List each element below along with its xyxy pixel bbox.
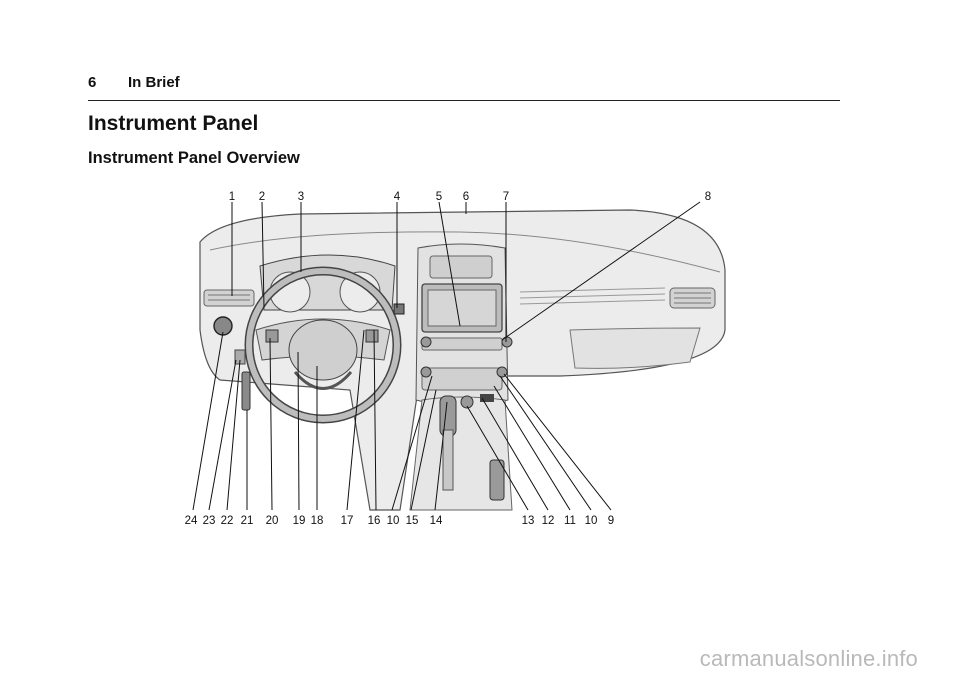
cupholder	[489, 459, 505, 501]
callout-15: 15	[406, 515, 419, 527]
callout-12: 12	[542, 515, 555, 527]
callout-20: 20	[266, 515, 279, 527]
center-vents	[429, 255, 493, 279]
callout-2: 2	[259, 191, 265, 203]
watermark[interactable]: carmanualsonline.info	[699, 646, 918, 671]
callout-1: 1	[229, 191, 235, 203]
callout-4: 4	[394, 191, 401, 203]
glovebox	[569, 327, 701, 369]
callout-14: 14	[430, 515, 443, 527]
callout-19: 19	[293, 515, 306, 527]
callout-22: 22	[221, 515, 234, 527]
page-title: Instrument Panel	[88, 112, 259, 135]
callout-17: 17	[341, 515, 354, 527]
callout-6: 6	[463, 191, 469, 203]
section-title: In Brief	[128, 74, 180, 91]
release-lever	[241, 371, 251, 411]
callout-21: 21	[241, 515, 254, 527]
callout-23: 23	[203, 515, 216, 527]
steering-wheel	[244, 266, 402, 424]
callout-11: 11	[564, 515, 576, 527]
callout-5: 5	[436, 191, 442, 203]
page-number: 6	[88, 74, 97, 91]
center-console	[409, 396, 513, 511]
callout-7: 7	[503, 191, 509, 203]
callout-8: 8	[705, 191, 711, 203]
callout-18: 18	[311, 515, 324, 527]
subtitle: Instrument Panel Overview	[88, 149, 300, 167]
dashboard-top-edge	[209, 231, 721, 273]
callout-16: 16	[368, 515, 381, 527]
page-header: 6 In Brief	[88, 72, 840, 101]
left-vent	[203, 289, 255, 307]
callout-3: 3	[298, 191, 304, 203]
callout-10b: 10	[585, 515, 598, 527]
callout-9: 9	[608, 515, 614, 527]
instrument-panel-illustration: 1 2 3 4 5 6 7 8 24 23 22 21 20 19 18 17 …	[185, 191, 726, 527]
callout-13: 13	[522, 515, 535, 527]
callout-10a: 10	[387, 515, 400, 527]
callout-24: 24	[185, 515, 198, 527]
